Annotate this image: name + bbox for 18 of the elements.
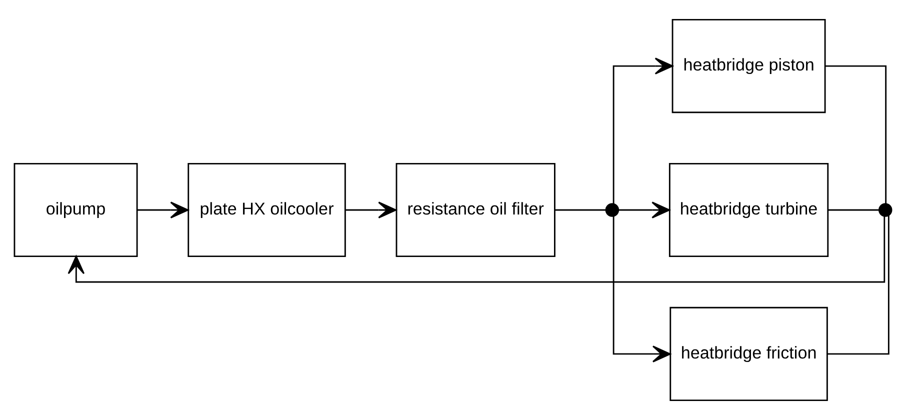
arrow (137, 202, 189, 218)
connector (827, 215, 890, 355)
node-box: heatbridge turbine (668, 162, 829, 258)
arrow (612, 216, 671, 362)
connector (555, 209, 606, 211)
node-circle (605, 203, 620, 217)
connector (828, 209, 879, 211)
node-box: resistance oil filter (396, 162, 556, 258)
node-box: heatbridge piston (672, 18, 826, 114)
node-circle (878, 203, 892, 217)
node-box: heatbridge friction (670, 306, 828, 402)
arrow (68, 216, 886, 283)
arrow (612, 58, 674, 204)
connector (825, 65, 887, 204)
arrow (346, 202, 397, 218)
node-box: plate HX oilcooler (188, 162, 346, 258)
arrow (618, 202, 670, 218)
node-box: oilpump (14, 162, 138, 258)
